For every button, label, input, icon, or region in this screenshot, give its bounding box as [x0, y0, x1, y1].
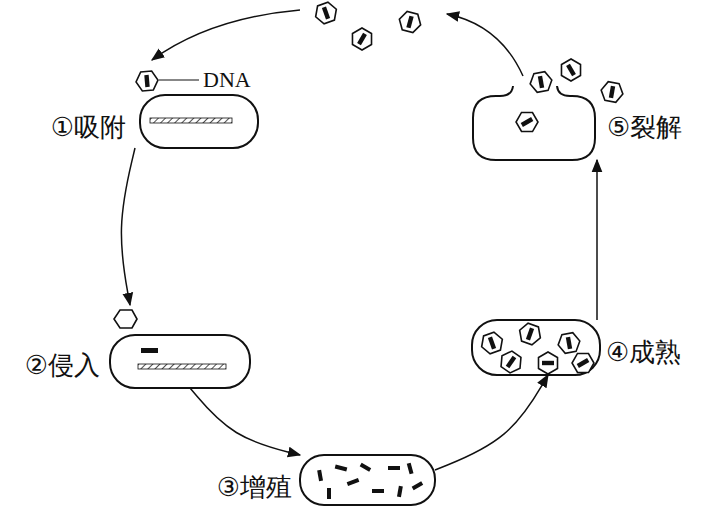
cycle-arrow	[152, 10, 300, 60]
cycle-arrow	[596, 160, 598, 320]
phage	[600, 81, 625, 104]
phage	[569, 349, 596, 378]
phage	[135, 71, 159, 92]
phage	[497, 348, 526, 376]
phage	[529, 71, 554, 94]
cycle-arrow	[190, 388, 300, 455]
stage-node: ⑤裂解	[473, 95, 682, 160]
phage	[478, 330, 505, 355]
phage-dna-copies	[317, 463, 423, 499]
stage-node: ④成熟	[472, 320, 681, 375]
phage	[348, 25, 377, 52]
phage	[397, 10, 423, 34]
stage-node: ②侵入	[25, 305, 250, 388]
stage-label: ⑤裂解	[607, 113, 682, 143]
phage	[312, 0, 339, 25]
bacterial-dna	[138, 364, 226, 369]
phage-dna	[141, 348, 158, 353]
bacterium	[140, 95, 258, 148]
lysed-bacterium	[473, 86, 595, 160]
stage-label: ③增殖	[217, 473, 292, 503]
bacterium	[110, 335, 250, 388]
phage-coat	[114, 310, 137, 328]
phage	[513, 108, 540, 137]
phage	[516, 321, 543, 346]
stage-node: ③增殖	[217, 455, 435, 505]
part-label: DNA	[203, 68, 251, 92]
stage-label: ①吸附	[51, 113, 126, 143]
leader-line	[159, 79, 199, 80]
bacterial-dna	[150, 118, 232, 123]
cycle-arrow	[435, 375, 548, 470]
stage-label: ②侵入	[25, 351, 100, 381]
bacterium	[300, 455, 435, 505]
stage-label: ④成熟	[606, 338, 681, 368]
phage	[557, 56, 586, 83]
cycle-arrow	[121, 148, 135, 305]
phage	[539, 352, 558, 374]
phage	[557, 332, 582, 355]
cycle-arrow	[447, 14, 523, 76]
